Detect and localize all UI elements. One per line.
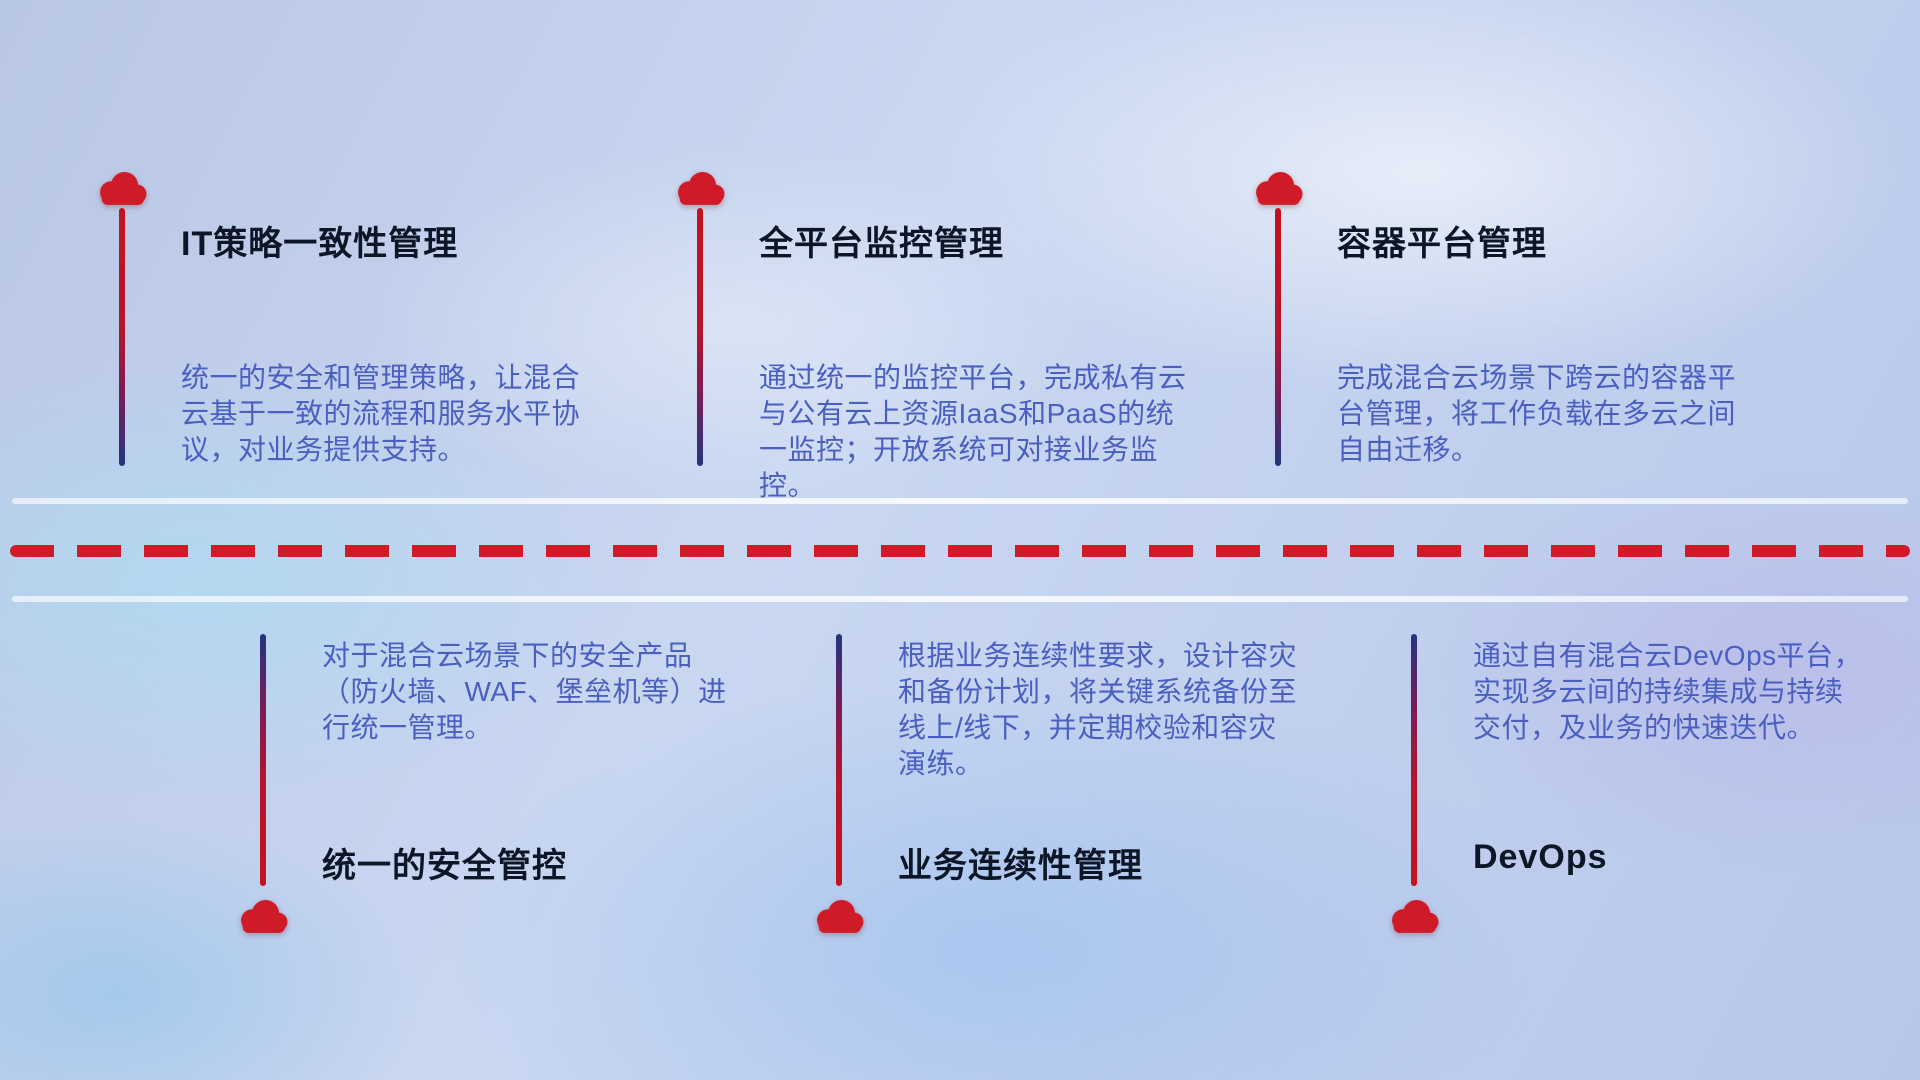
capability-title: 全平台监控管理 xyxy=(759,225,1004,263)
capability-description: 统一的安全和管理策略，让混合 云基于一致的流程和服务水平协 议，对业务提供支持。 xyxy=(181,362,581,465)
capability-card-container: 容器平台管理 完成混合云场景下跨云的容器平 台管理，将工作负载在多云之间 自由迁… xyxy=(1251,168,1736,478)
cloud-icon xyxy=(1387,896,1441,936)
cloud-icon xyxy=(673,168,727,208)
connector-line xyxy=(1275,208,1281,466)
timeline-dashed-line xyxy=(10,545,1910,557)
capability-description: 根据业务连续性要求，设计容灾 和备份计划，将关键系统备份至 线上/线下，并定期校… xyxy=(898,640,1298,779)
connector-line xyxy=(260,634,266,886)
capability-description: 对于混合云场景下的安全产品 （防火墙、WAF、堡垒机等）进 行统一管理。 xyxy=(322,640,727,743)
connector-line xyxy=(119,208,125,466)
capability-title: DevOps xyxy=(1473,838,1608,876)
capability-title: IT策略一致性管理 xyxy=(181,225,459,263)
connector-line xyxy=(836,634,842,886)
timeline-line-top xyxy=(12,498,1908,504)
capability-title: 业务连续性管理 xyxy=(898,847,1143,885)
capability-description: 通过统一的监控平台，完成私有云 与公有云上资源IaaS和PaaS的统 一监控；开… xyxy=(759,362,1187,501)
capability-card-monitoring: 全平台监控管理 通过统一的监控平台，完成私有云 与公有云上资源IaaS和PaaS… xyxy=(673,168,1186,501)
cloud-icon xyxy=(236,896,290,936)
connector-line xyxy=(697,208,703,466)
cloud-icon xyxy=(95,168,149,208)
capability-card-devops: 通过自有混合云DevOps平台， 实现多云间的持续集成与持续 交付，及业务的快速… xyxy=(1387,634,1867,944)
capability-description: 完成混合云场景下跨云的容器平 台管理，将工作负载在多云之间 自由迁移。 xyxy=(1337,362,1737,465)
capability-description: 通过自有混合云DevOps平台， 实现多云间的持续集成与持续 交付，及业务的快速… xyxy=(1473,640,1863,743)
capability-title: 统一的安全管控 xyxy=(322,847,567,885)
connector-line xyxy=(1411,634,1417,886)
cloud-icon xyxy=(1251,168,1305,208)
cloud-icon xyxy=(812,896,866,936)
timeline-line-bottom xyxy=(12,596,1908,602)
capability-card-continuity: 根据业务连续性要求，设计容灾 和备份计划，将关键系统备份至 线上/线下，并定期校… xyxy=(812,634,1297,944)
capability-title: 容器平台管理 xyxy=(1337,225,1547,263)
capability-card-it-policy: IT策略一致性管理 统一的安全和管理策略，让混合 云基于一致的流程和服务水平协 … xyxy=(95,168,580,478)
capability-card-security: 对于混合云场景下的安全产品 （防火墙、WAF、堡垒机等）进 行统一管理。 统一的… xyxy=(236,634,726,944)
